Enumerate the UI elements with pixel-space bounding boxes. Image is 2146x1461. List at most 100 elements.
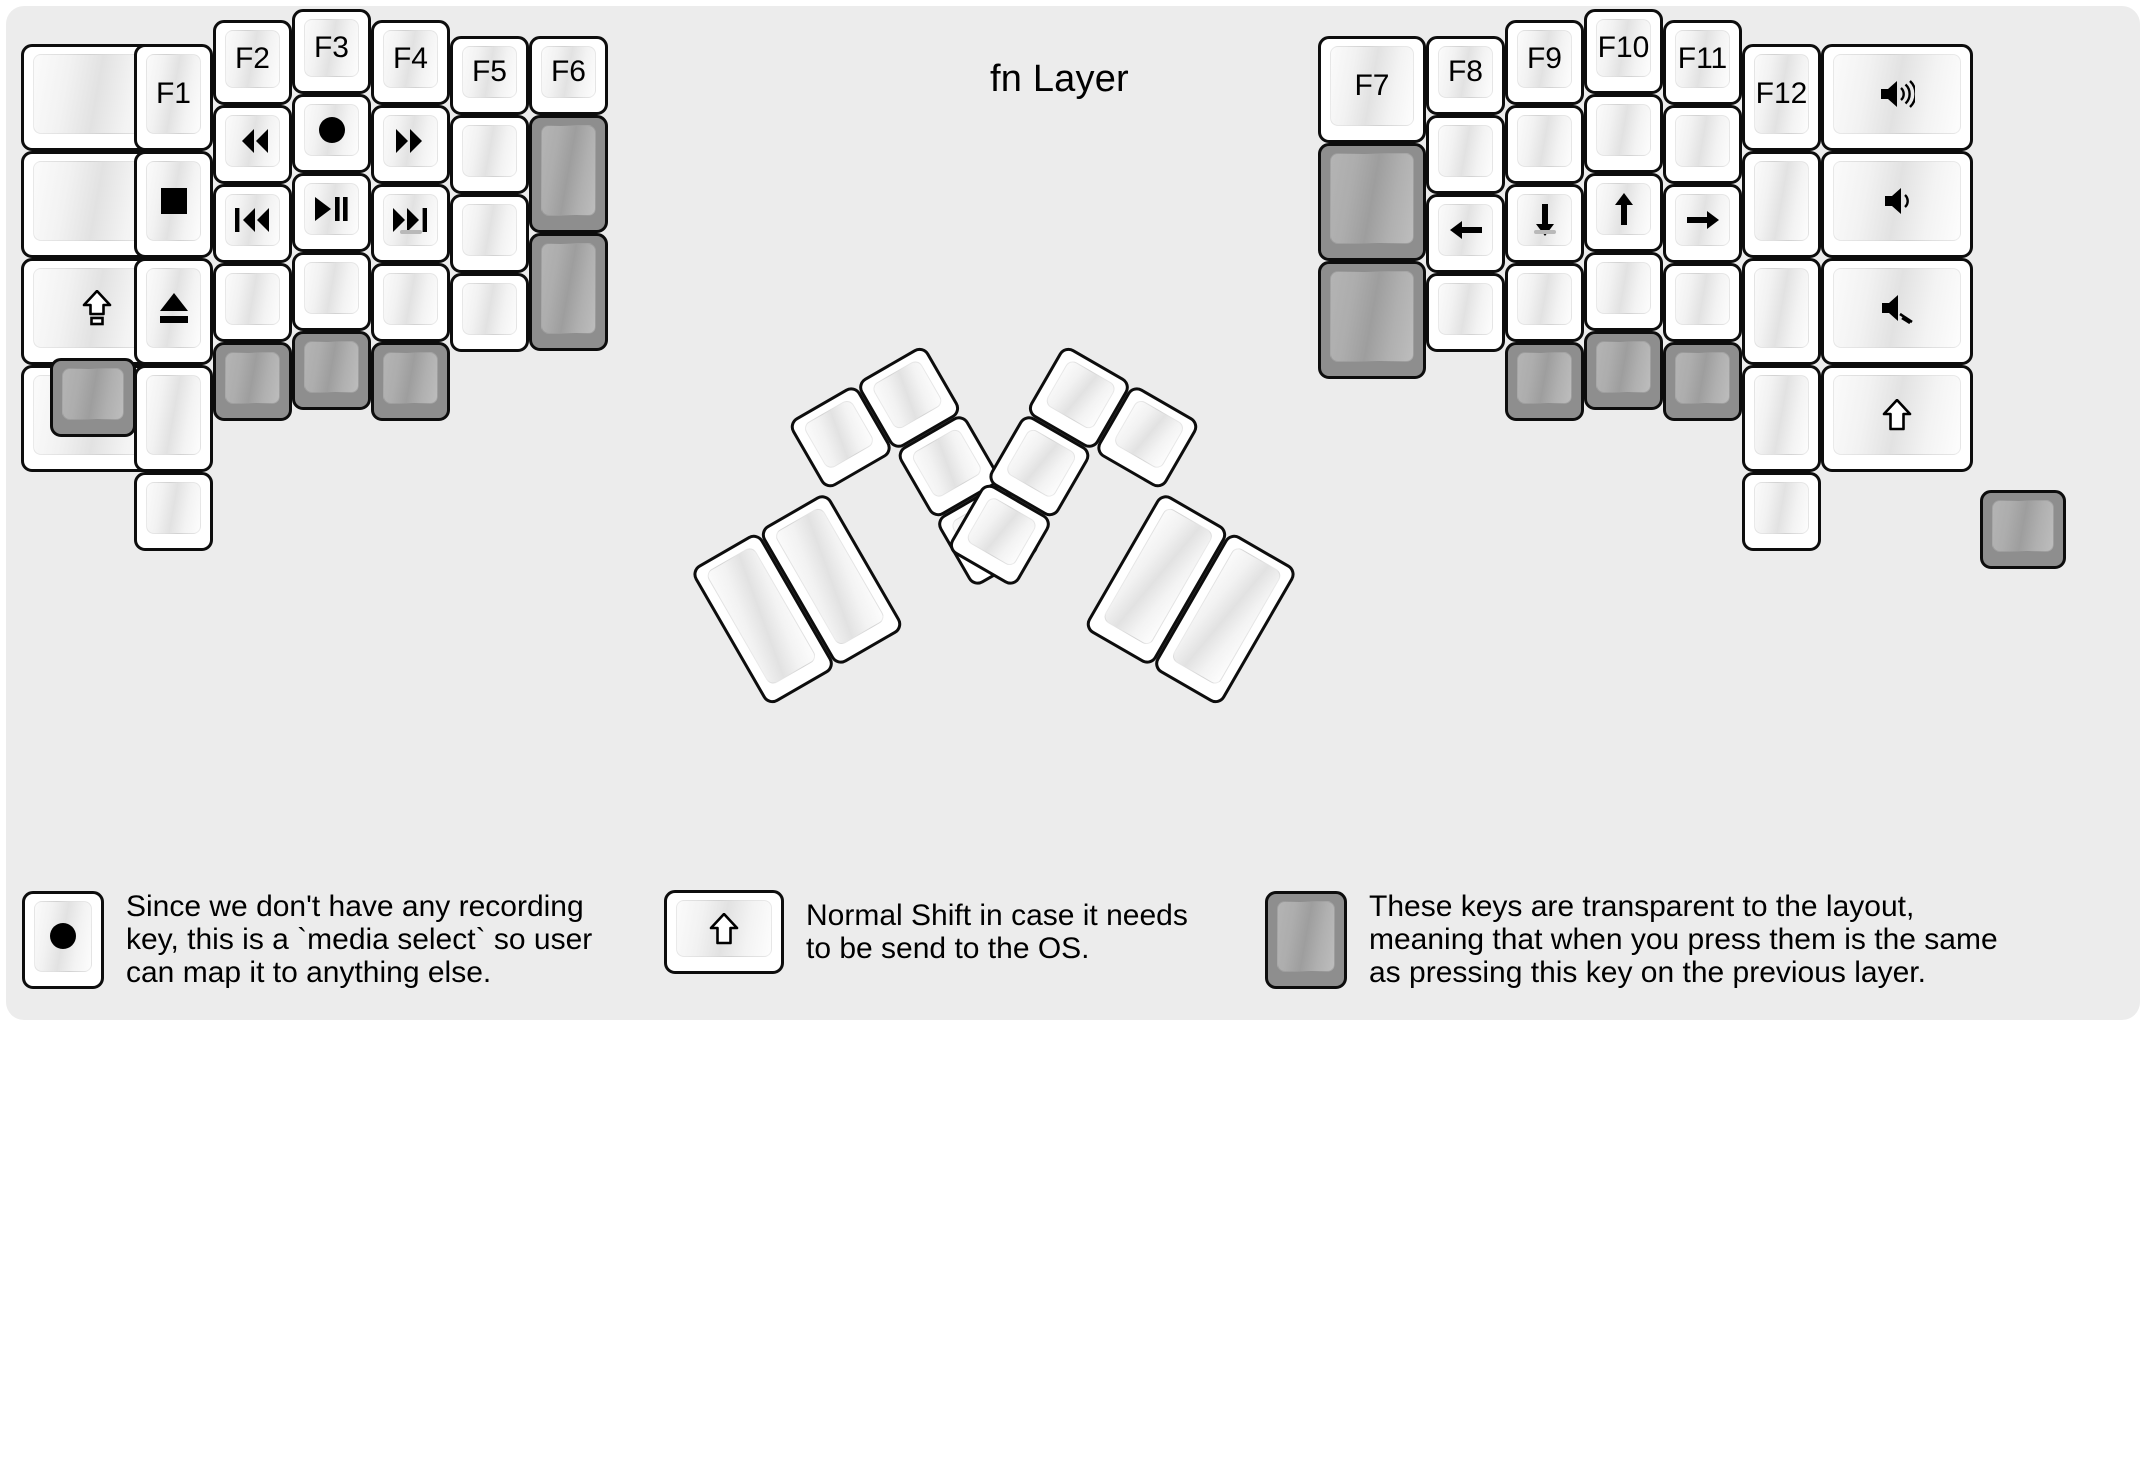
key-blank-l8[interactable]	[450, 115, 529, 194]
keycap-body: F8	[1426, 36, 1505, 115]
key-blank-r5[interactable]	[1584, 94, 1663, 173]
footnote-shift-note: Normal Shift in case it needs to be send…	[664, 890, 1188, 974]
key-blank-r6[interactable]	[1584, 252, 1663, 331]
keycap-body	[1663, 105, 1742, 184]
keycap-face	[304, 341, 359, 393]
record-icon	[48, 921, 78, 951]
key-f4[interactable]: F4	[371, 20, 450, 105]
key-blank-r12[interactable]	[1742, 472, 1821, 551]
key-f8[interactable]: F8	[1426, 36, 1505, 115]
volume-up-icon	[1879, 78, 1915, 110]
keycap-face	[676, 900, 772, 957]
key-f3[interactable]: F3	[292, 9, 371, 94]
key-trans-r1[interactable]	[1318, 143, 1426, 261]
key-blank-r4[interactable]	[1505, 263, 1584, 342]
key-volume-up[interactable]	[1821, 44, 1973, 151]
keycap-body	[529, 115, 608, 233]
key-f1[interactable]: F1	[134, 44, 213, 151]
key-f2[interactable]: F2	[213, 20, 292, 105]
key-arrow-right[interactable]	[1663, 184, 1742, 263]
key-stop[interactable]	[134, 151, 213, 258]
keycap-face	[1277, 900, 1335, 972]
key-trans-l2[interactable]	[213, 342, 292, 421]
volume-mute-icon	[1880, 292, 1914, 324]
keycap-body	[134, 472, 213, 551]
key-trans-l6[interactable]	[529, 233, 608, 351]
keycap-body	[213, 105, 292, 184]
key-trans-r5[interactable]	[1663, 342, 1742, 421]
keycap-body	[1742, 258, 1821, 365]
key-blank-r9[interactable]	[1742, 151, 1821, 258]
key-f9[interactable]: F9	[1505, 20, 1584, 105]
keycap-face	[383, 194, 438, 246]
key-blank-l3[interactable]	[134, 365, 213, 472]
keycap-body	[50, 358, 136, 437]
keycap-body	[1821, 258, 1973, 365]
key-trans-r3[interactable]	[1505, 342, 1584, 421]
keycap-body	[1742, 472, 1821, 551]
key-f10[interactable]: F10	[1584, 9, 1663, 94]
key-trans-l3[interactable]	[292, 331, 371, 410]
key-arrow-left[interactable]	[1426, 194, 1505, 273]
keycap-face	[304, 104, 359, 156]
key-blank-r10[interactable]	[1742, 258, 1821, 365]
key-next-track[interactable]	[371, 184, 450, 263]
key-blank-r2[interactable]	[1426, 273, 1505, 352]
keycap-body	[1742, 151, 1821, 258]
keycap-face: F10	[1596, 19, 1651, 77]
keycap-face	[225, 115, 280, 167]
key-trans-l4[interactable]	[371, 342, 450, 421]
key-f6[interactable]: F6	[529, 36, 608, 115]
key-play-pause[interactable]	[292, 173, 371, 252]
key-f7[interactable]: F7	[1318, 36, 1426, 143]
key-blank-r1[interactable]	[1426, 115, 1505, 194]
keycap-face	[541, 243, 596, 334]
key-f11[interactable]: F11	[1663, 20, 1742, 105]
key-blank-l5[interactable]	[213, 263, 292, 342]
stop-icon	[159, 186, 189, 216]
key-arrow-up[interactable]	[1584, 173, 1663, 252]
keycap-face	[1517, 115, 1572, 167]
key-trans-l1[interactable]	[50, 358, 136, 437]
key-trans-l5[interactable]	[529, 115, 608, 233]
keycap-body: F2	[213, 20, 292, 105]
keycap-face	[146, 161, 201, 241]
footnote-sample-shift-note	[664, 890, 784, 974]
key-prev-track[interactable]	[213, 184, 292, 263]
key-blank-l10[interactable]	[450, 273, 529, 352]
key-volume-mute[interactable]	[1821, 258, 1973, 365]
keycap-face: F6	[541, 46, 596, 98]
key-blank-l9[interactable]	[450, 194, 529, 273]
key-trans-r2[interactable]	[1318, 261, 1426, 379]
key-arrow-down[interactable]	[1505, 184, 1584, 263]
keycap-body	[213, 263, 292, 342]
key-blank-l6[interactable]	[292, 252, 371, 331]
key-trans-r6[interactable]	[1980, 490, 2066, 569]
key-f12[interactable]: F12	[1742, 44, 1821, 151]
key-record[interactable]	[292, 94, 371, 173]
key-volume-down[interactable]	[1821, 151, 1973, 258]
keycap-face: F1	[146, 54, 201, 134]
key-f5[interactable]: F5	[450, 36, 529, 115]
keycap-face	[225, 352, 280, 404]
keycap-face	[1330, 271, 1414, 362]
key-blank-r11[interactable]	[1742, 365, 1821, 472]
key-trans-r4[interactable]	[1584, 331, 1663, 410]
shift-icon	[709, 912, 739, 945]
keycap-face	[1112, 398, 1186, 471]
key-blank-r7[interactable]	[1663, 105, 1742, 184]
arrow-right-icon	[1685, 206, 1721, 234]
key-blank-l7[interactable]	[371, 263, 450, 342]
key-blank-r3[interactable]	[1505, 105, 1584, 184]
key-rewind[interactable]	[213, 105, 292, 184]
fast-forward-icon	[392, 127, 430, 155]
key-blank-r8[interactable]	[1663, 263, 1742, 342]
keycap-body	[1318, 143, 1426, 261]
key-eject[interactable]	[134, 258, 213, 365]
key-blank-l4[interactable]	[134, 472, 213, 551]
eject-icon	[158, 291, 190, 325]
key-fast-forward[interactable]	[371, 105, 450, 184]
key-shift-right[interactable]	[1821, 365, 1973, 472]
homing-nub	[1533, 230, 1556, 234]
